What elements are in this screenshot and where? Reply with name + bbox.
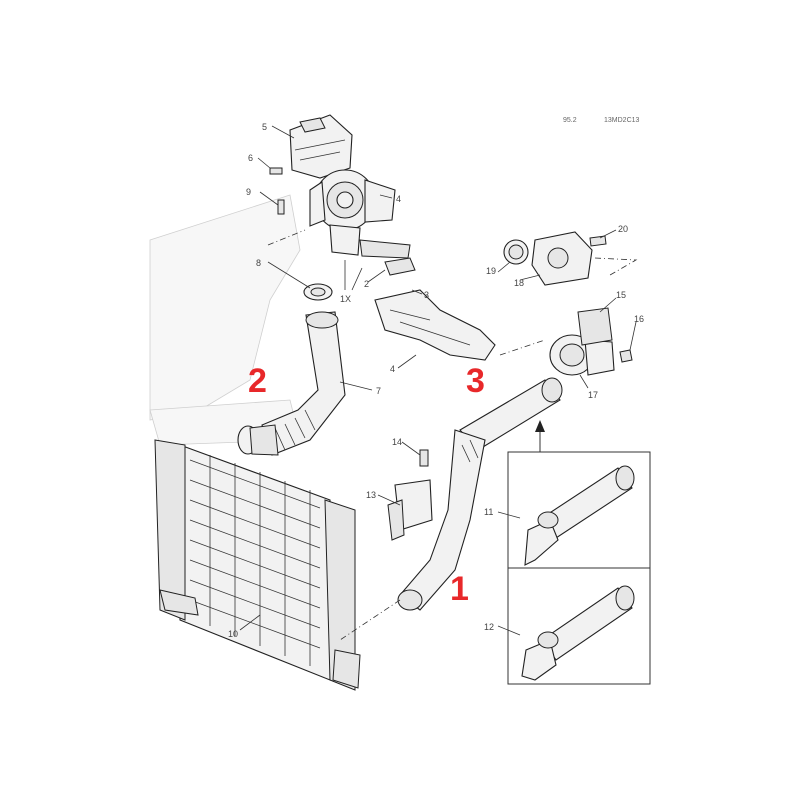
highlight-labels: 2 3 1	[248, 362, 485, 608]
intake-module	[503, 231, 607, 286]
callout-7: 7	[376, 386, 381, 396]
callout-3-small: 3	[424, 290, 429, 300]
engine-outline-background	[149, 194, 301, 446]
callout-10: 10	[228, 629, 238, 639]
bracket-13	[387, 479, 433, 541]
turbocharger	[309, 169, 411, 259]
highlight-3: 3	[466, 362, 485, 400]
highlight-1: 1	[450, 570, 469, 608]
callout-17: 17	[588, 390, 598, 400]
hose-7	[237, 311, 346, 456]
callout-9: 9	[246, 187, 251, 197]
callout-15: 15	[616, 290, 626, 300]
callout-18: 18	[514, 278, 524, 288]
callout-labels: 5 6 4 9 8 1X 2 3 4 7 10 11 12 13 14 15 1…	[228, 122, 644, 639]
exhaust-manifold	[374, 257, 496, 361]
bolt-14	[419, 449, 429, 467]
callout-12: 12	[484, 622, 494, 632]
callout-19: 19	[486, 266, 496, 276]
bolt-9	[277, 199, 285, 215]
callout-1x: 1X	[340, 294, 351, 304]
callout-6: 6	[248, 153, 253, 163]
callout-11: 11	[484, 507, 493, 517]
callout-14: 14	[392, 437, 402, 447]
charge-pipe	[397, 377, 563, 611]
highlight-2: 2	[248, 362, 267, 400]
diagram-reference: 13MD2C13	[604, 117, 640, 124]
callout-8: 8	[256, 258, 261, 268]
callout-16: 16	[634, 314, 644, 324]
heat-shield	[289, 114, 353, 179]
leader-lines	[239, 125, 637, 636]
throttle-body	[549, 307, 633, 376]
variant-inset-box	[507, 420, 651, 685]
gasket-8	[303, 283, 333, 301]
callout-4-manifold: 4	[390, 364, 395, 374]
callout-13: 13	[366, 490, 376, 500]
bolt-6	[269, 167, 283, 175]
diagram-code: 95.2	[563, 117, 577, 124]
callout-4-turbo: 4	[396, 194, 401, 204]
callout-5: 5	[262, 122, 267, 132]
intercooler	[154, 439, 361, 691]
callout-2-small: 2	[364, 279, 369, 289]
callout-20: 20	[618, 224, 628, 234]
assembly-lines	[267, 229, 638, 641]
